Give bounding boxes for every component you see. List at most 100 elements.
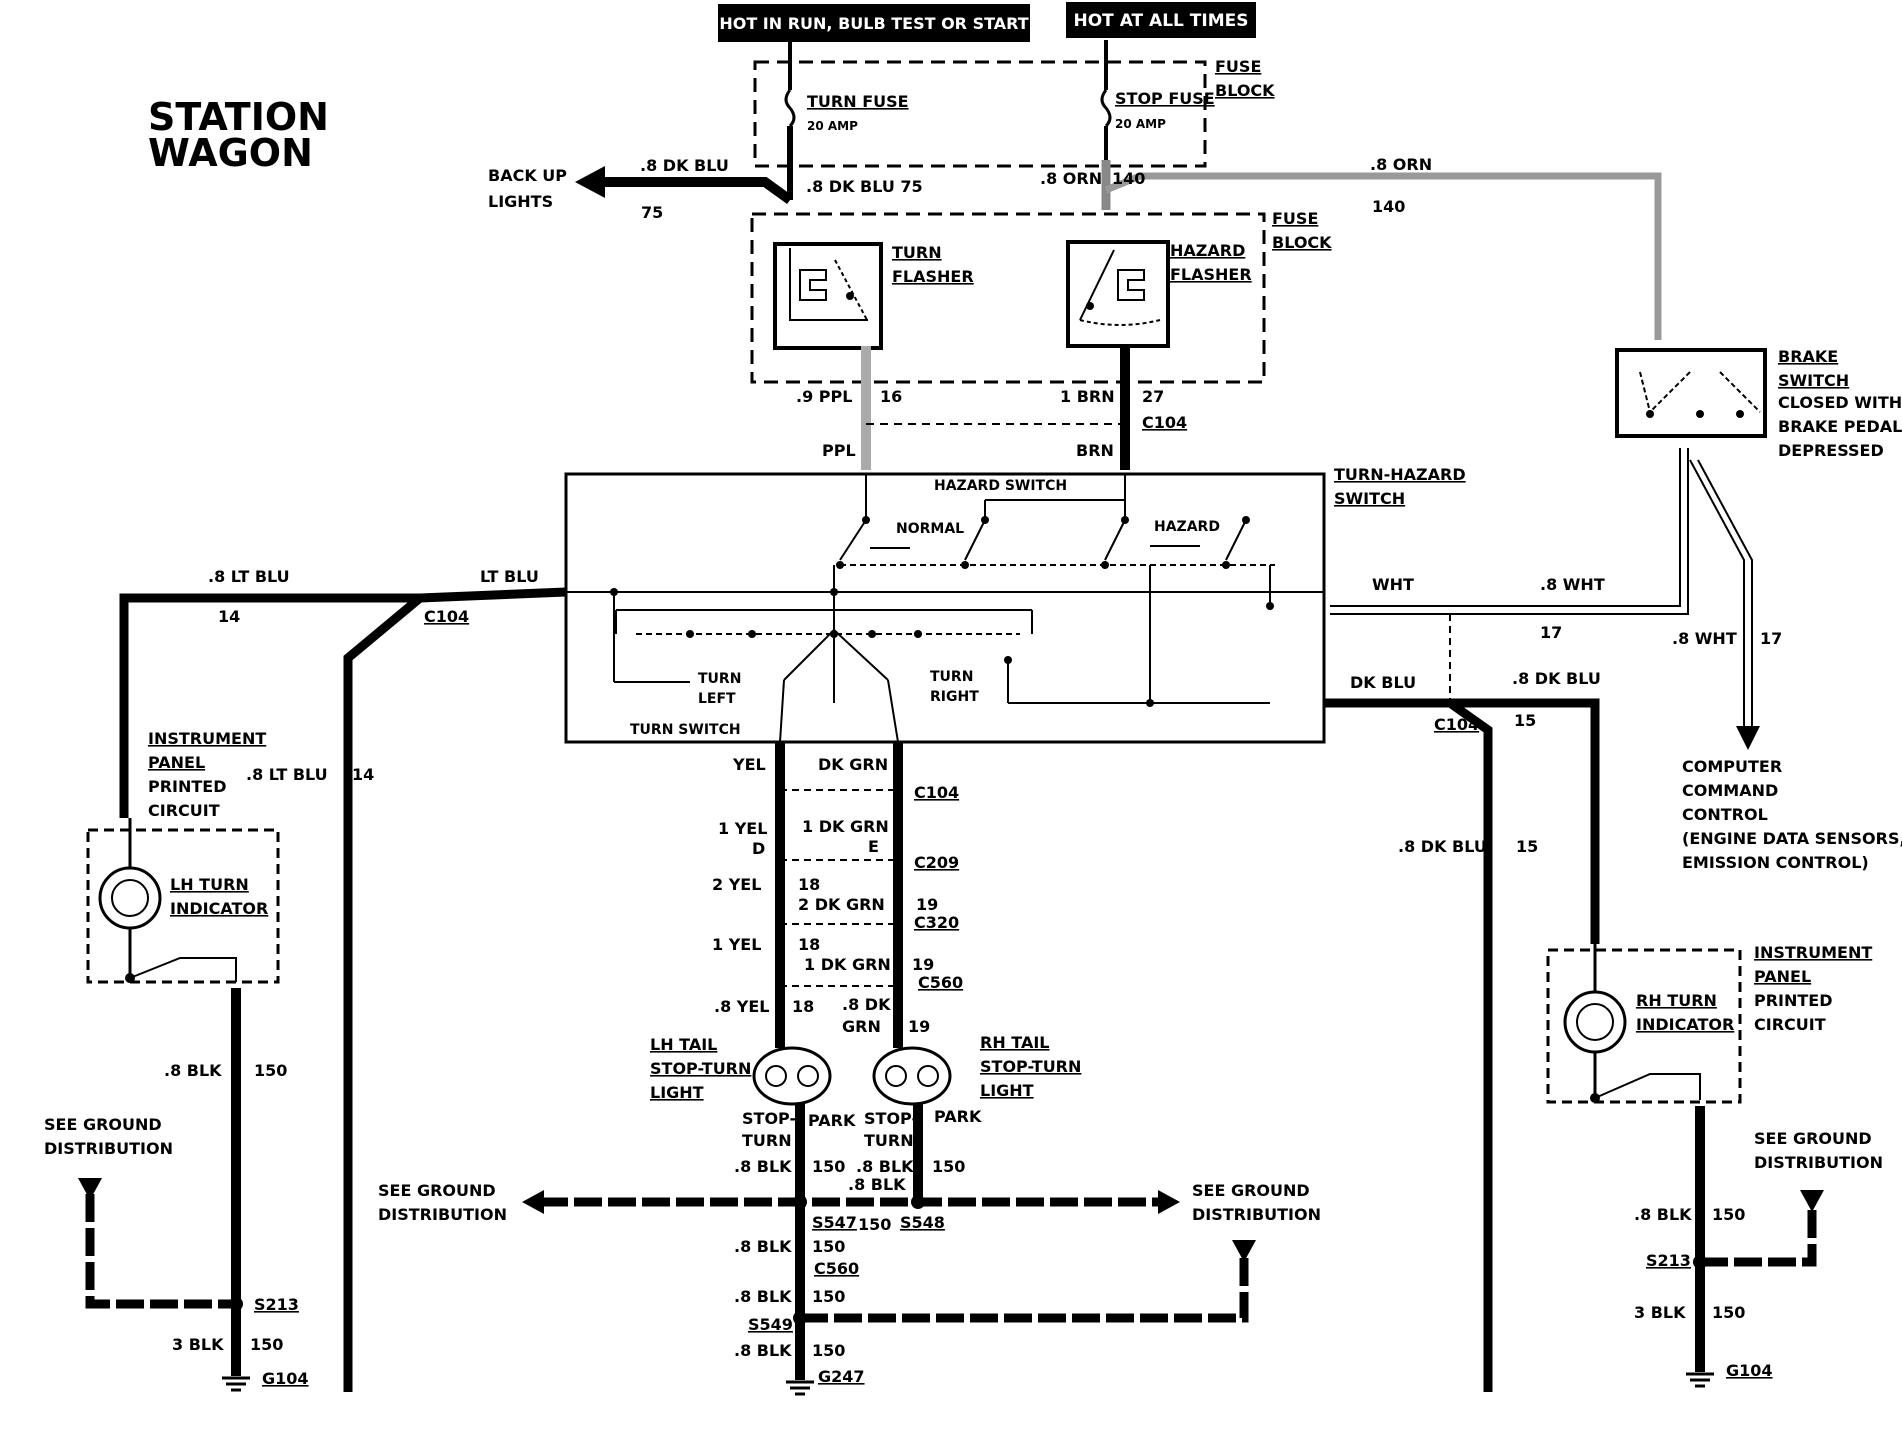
- ground-arrow-left: [522, 1190, 544, 1214]
- ccc-wire-b: [1697, 459, 1753, 740]
- hazard-switch-label: HAZARD SWITCH: [934, 478, 1067, 494]
- dk-blu-label-2: .8 DK BLU: [1512, 669, 1601, 688]
- yel-label-1: 1 YEL: [718, 819, 767, 838]
- orn-circuit-1: 140: [1112, 169, 1145, 188]
- normal-label: NORMAL: [896, 521, 964, 537]
- gc-blk-4: .8 BLK: [734, 1237, 792, 1256]
- gc-blk-2: .8 BLK: [856, 1157, 914, 1176]
- turn-flasher: [773, 242, 883, 350]
- dk-grn-label-3: 1 DK GRN: [804, 955, 891, 974]
- gr-s213: S213: [1646, 1251, 1691, 1270]
- gc-150-f: 150: [812, 1341, 845, 1360]
- see-ground-right-2: DISTRIBUTION: [1754, 1153, 1883, 1172]
- lt-blu-wire-to-lh-indicator: [119, 587, 567, 818]
- turn-hazard-label-2: SWITCH: [1334, 489, 1405, 508]
- fuse-block-top-box: [753, 60, 1207, 168]
- ccc-label-3: CONTROL: [1682, 805, 1768, 824]
- brake-switch-label-4: BRAKE PEDAL: [1778, 417, 1902, 436]
- turn-fuse-rating: 20 AMP: [807, 119, 858, 133]
- dk-grn-label-4a: .8 DK: [842, 995, 891, 1014]
- turn-hazard-switch-box: [564, 472, 1326, 744]
- rh-panel-label-4: CIRCUIT: [1754, 1015, 1826, 1034]
- rh-s213-ground-wire: [1700, 1210, 1817, 1267]
- ccc-label-5: EMISSION CONTROL): [1682, 853, 1869, 872]
- fuse-block-top-label-1: FUSE: [1215, 57, 1261, 76]
- rh-panel-box: [1546, 948, 1742, 1104]
- see-ground-center-left-2: DISTRIBUTION: [378, 1205, 507, 1224]
- dk-grn-circuit-a: 19: [916, 895, 938, 914]
- g104-right-ground-symbol: [1686, 1372, 1714, 1388]
- lh-indicator-label-2: INDICATOR: [170, 899, 268, 918]
- gc-150-b: 150: [932, 1157, 965, 1176]
- c209-label: C209: [914, 853, 959, 872]
- lh-s213-ground-wire: [85, 1194, 236, 1309]
- lt-blu-label-1: .8 LT BLU: [208, 567, 290, 586]
- gc-150-d: 150: [812, 1237, 845, 1256]
- wht-label: WHT: [1372, 575, 1414, 594]
- yel-circuit-a: 18: [798, 875, 820, 894]
- lh-park-label: PARK: [808, 1111, 856, 1130]
- ccc-arrow: [1736, 726, 1760, 750]
- switch-contacts: [610, 516, 1274, 707]
- yel-label-3: 1 YEL: [712, 935, 761, 954]
- gc-s549: S549: [748, 1315, 793, 1334]
- turn-left-label-2: LEFT: [698, 691, 736, 707]
- brake-switch-label-5: DEPRESSED: [1778, 441, 1884, 460]
- ccc-label-4: (ENGINE DATA SENSORS,: [1682, 829, 1902, 848]
- rh-panel-label-2: PANEL: [1754, 967, 1811, 986]
- backup-arrow: [575, 166, 605, 198]
- header-hot-in-run-text: HOT IN RUN, BULB TEST OR START: [719, 14, 1028, 33]
- lh-panel-label-3: PRINTED: [148, 777, 227, 796]
- title-line-1: STATION: [148, 95, 329, 139]
- lt-blu-circuit-3: 14: [352, 765, 374, 784]
- see-ground-center-right-2: DISTRIBUTION: [1192, 1205, 1321, 1224]
- dk-grn-circuit-b: 19: [912, 955, 934, 974]
- gl-blk-1: .8 BLK: [164, 1061, 222, 1080]
- gc-s548: S548: [900, 1213, 945, 1232]
- dk-grn-label-1: 1 DK GRN: [802, 817, 889, 836]
- turn-fuse-symbol: [784, 89, 796, 128]
- hazard-label: HAZARD: [1154, 519, 1220, 535]
- g104-left-ground-symbol: [222, 1376, 250, 1392]
- see-ground-center-left-1: SEE GROUND: [378, 1181, 496, 1200]
- gl-s213: S213: [254, 1295, 299, 1314]
- ppl-label: .9 PPL: [796, 387, 852, 406]
- rh-tail-lamp: [872, 1046, 952, 1106]
- g247-ground-symbol: [786, 1380, 814, 1396]
- gl-150-b: 150: [250, 1335, 283, 1354]
- lh-turn-lamp: [98, 866, 162, 930]
- ppl-label-2: PPL: [822, 441, 856, 460]
- yel-label-4: .8 YEL: [714, 997, 770, 1016]
- rh-stop-label-2: TURN: [864, 1131, 914, 1150]
- gl-blk-2: 3 BLK: [172, 1335, 224, 1354]
- dk-grn-label-2: 2 DK GRN: [798, 895, 885, 914]
- see-ground-left-2: DISTRIBUTION: [44, 1139, 173, 1158]
- gc-s547: S547: [812, 1213, 857, 1232]
- rh-ground-arrow: [1800, 1190, 1824, 1212]
- dk-blu-wire-rh: [1324, 698, 1600, 944]
- rh-park-label: PARK: [934, 1107, 982, 1126]
- header-hot-always: HOT AT ALL TIMES: [1066, 2, 1256, 38]
- rh-indicator-label-2: INDICATOR: [1636, 1015, 1734, 1034]
- lt-blu-circuit-1: 14: [218, 607, 240, 626]
- orn-wire-1: .8 ORN: [1040, 169, 1102, 188]
- lh-ground-arrow: [78, 1178, 102, 1200]
- dk-blu-label-3: .8 DK BLU: [1398, 837, 1487, 856]
- ccc-label-1: COMPUTER: [1682, 757, 1782, 776]
- backup-label-1: BACK UP: [488, 166, 567, 185]
- gr-blk-2: 3 BLK: [1634, 1303, 1686, 1322]
- lh-tail-lamp: [752, 1046, 832, 1106]
- hazard-flasher-label-1: HAZARD: [1170, 241, 1245, 260]
- turn-left-label-1: TURN: [698, 671, 741, 687]
- c104-left-label: C104: [424, 607, 469, 626]
- backup-label-2: LIGHTS: [488, 192, 553, 211]
- rh-turn-lamp: [1563, 990, 1627, 1054]
- wht-circuit: 17: [1540, 623, 1562, 642]
- brake-switch-label-1: BRAKE: [1778, 347, 1838, 366]
- lh-panel-label-2: PANEL: [148, 753, 205, 772]
- turn-flasher-label-1: TURN: [892, 243, 942, 262]
- gc-c560: C560: [814, 1259, 859, 1278]
- backup-wire: [600, 177, 793, 205]
- rh-panel-label-1: INSTRUMENT: [1754, 943, 1872, 962]
